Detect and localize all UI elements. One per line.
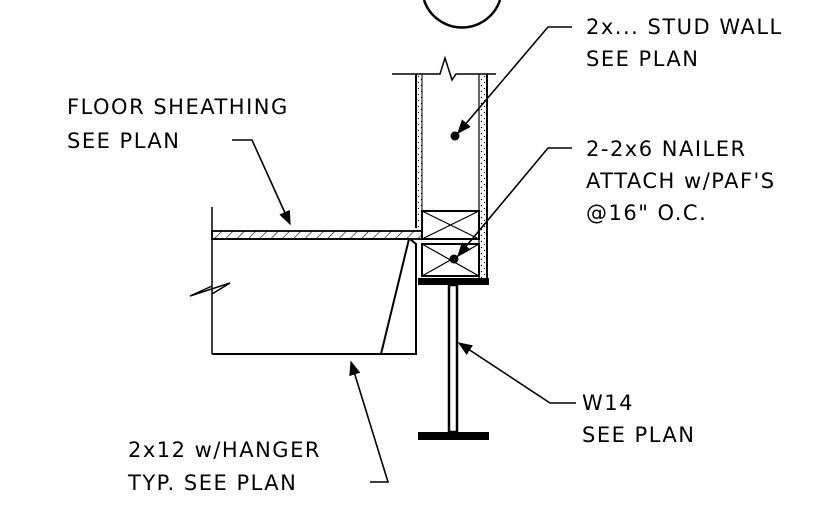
floor-sheathing	[211, 230, 423, 240]
joist-2x12	[189, 207, 417, 355]
floor-sheathing-note-line2: SEE PLAN	[67, 129, 180, 153]
joist-note-line1: 2x12 w/HANGER	[128, 438, 321, 462]
wall-finish	[416, 74, 422, 228]
beam-note-line1: W14	[582, 391, 634, 415]
nailer-note-line1: 2-2x6 NAILER	[586, 137, 747, 161]
beam-leader	[457, 342, 576, 404]
stud-wall-note-line1: 2x... STUD WALL	[586, 15, 783, 39]
wall-sheathing	[479, 74, 487, 278]
w14-beam	[418, 278, 489, 440]
floor-sheathing-note: FLOOR SHEATHING SEE PLAN	[67, 95, 289, 153]
nailer-leader	[457, 147, 572, 258]
beam-note-line2: SEE PLAN	[582, 423, 695, 447]
nailer-note-line2: ATTACH w/PAF'S	[586, 169, 776, 193]
joist-note: 2x12 w/HANGER TYP. SEE PLAN	[127, 438, 321, 495]
nailers	[421, 210, 480, 277]
beam-note: W14 SEE PLAN	[582, 391, 695, 447]
floor-sheathing-note-line1: FLOOR SHEATHING	[67, 95, 289, 119]
break-line-top	[392, 55, 496, 82]
floor-sheathing-leader	[232, 139, 291, 226]
nailer-note-line3: @16" O.C.	[586, 201, 707, 225]
joist-hanger	[379, 238, 417, 355]
nailer-marker	[449, 254, 459, 264]
joist-note-line2: TYP. SEE PLAN	[127, 471, 297, 495]
joist-leader	[349, 360, 390, 483]
nailer-note: 2-2x6 NAILER ATTACH w/PAF'S @16" O.C.	[586, 137, 776, 225]
stud-wall-leader	[457, 26, 572, 135]
stud-wall-note: 2x... STUD WALL SEE PLAN	[586, 15, 783, 71]
stud-wall-note-line2: SEE PLAN	[586, 47, 699, 71]
detail-bubble	[422, 0, 502, 29]
